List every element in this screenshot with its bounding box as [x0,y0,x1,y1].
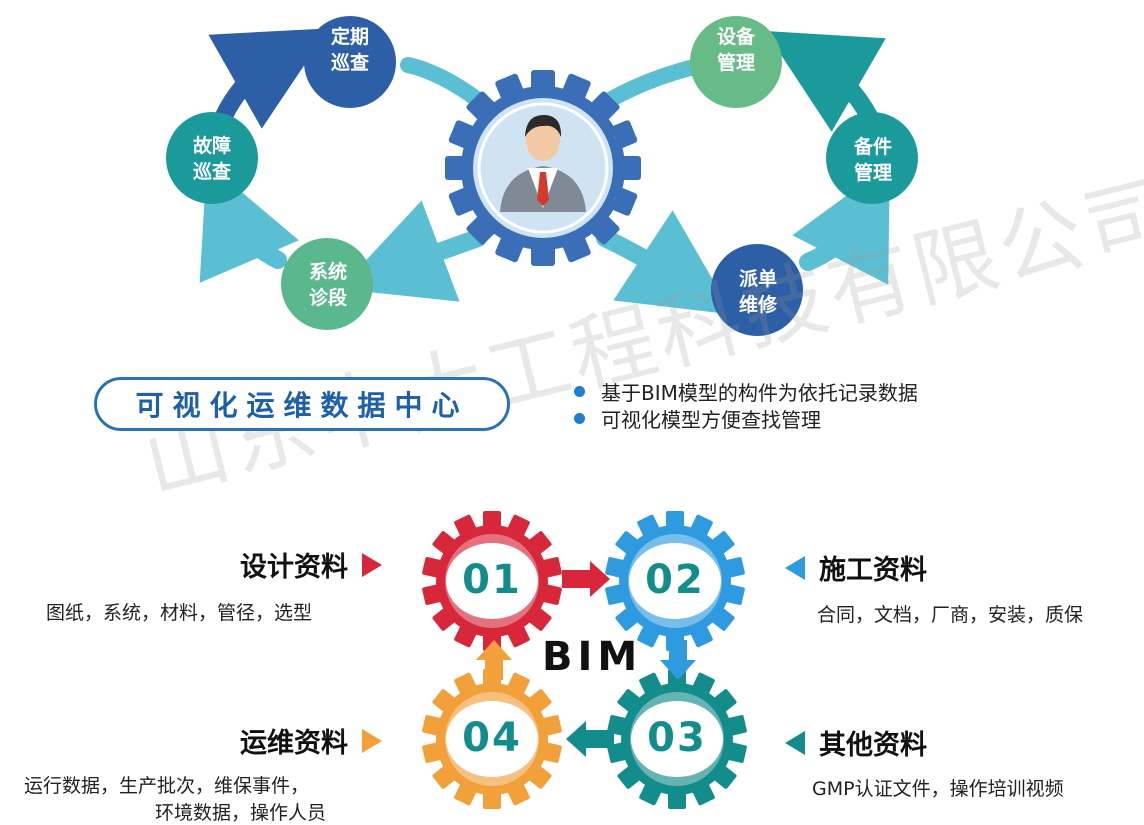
bullet-item: 基于BIM模型的构件为依托记录数据 [574,378,918,405]
other-data-desc: GMP认证文件，操作培训视频 [812,778,1064,800]
gear-number-03: 03 [647,715,707,761]
design-data-desc: 图纸，系统，材料，管径，选型 [46,602,313,624]
arrow-beijian-to-shebei [765,30,886,132]
arrow-xitong-to-guzhang [199,162,299,283]
cycle-nodes [166,16,918,336]
gear-04 [422,669,562,809]
node-label-line: 故障 [192,135,231,157]
node-dingqi-xuncha: 定期 巡查 [305,24,395,76]
node-label-line: 派单 [738,268,777,290]
gear-number-01: 01 [462,557,522,603]
bullet-list: 基于BIM模型的构件为依托记录数据 可视化模型方便查找管理 [574,378,918,432]
node-label-line: 备件 [853,136,892,158]
construction-data-desc: 合同，文档，厂商，安装，质保 [817,604,1084,626]
node-xitong-zhenduan: 系统 诊段 [283,259,373,311]
arrow-01-to-02 [562,561,610,597]
other-data-heading: 其他资料 [785,723,927,762]
node-circle [281,238,373,330]
operation-data-desc-line2: 环境数据，操作人员 [155,802,327,824]
arrow-center-to-dingqi [400,57,486,108]
person-icon [500,114,586,212]
heading-text: 施工资料 [819,555,927,586]
construction-data-heading: 施工资料 [785,548,927,587]
triangle-left-icon [785,730,805,755]
gear-03 [607,669,747,809]
node-circle [690,16,782,108]
bullet-text: 基于BIM模型的构件为依托记录数据 [601,381,918,405]
node-label-line: 管理 [853,162,892,184]
bullet-item: 可视化模型方便查找管理 [574,405,918,432]
arrow-center-to-paidan [596,210,734,315]
arrow-02-to-03 [660,640,696,680]
node-shebei-guanli: 设备 管理 [691,24,781,76]
arrow-paidan-to-beijian [792,164,890,285]
bullet-dot-icon [574,413,585,424]
node-label-line: 设备 [716,26,755,48]
arrow-shebei-to-center [602,60,698,108]
node-circle [166,112,258,204]
bullet-text: 可视化模型方便查找管理 [601,408,821,432]
gear-arrows [476,561,696,757]
node-beijian-guanli: 备件 管理 [828,134,918,186]
arrow-03-to-04 [566,721,614,757]
heading-text: 其他资料 [819,730,927,761]
node-circle [826,112,918,204]
gear-02 [605,511,745,651]
triangle-left-icon [785,555,805,580]
node-label-line: 巡查 [330,52,369,74]
operation-data-desc-line1: 运行数据，生产批次，维保事件， [24,775,310,797]
center-title: 可视化运维数据中心 [94,377,510,431]
node-label-line: 诊段 [308,287,347,309]
node-paidan-weixiu: 派单 维修 [713,266,803,318]
arrow-guzhang-to-dingqi [208,28,329,134]
design-data-heading: 设计资料 [240,545,382,584]
node-label-line: 定期 [330,26,369,48]
triangle-right-icon [362,552,382,577]
node-guzhang-xuncha: 故障 巡查 [167,133,257,185]
heading-text: 设计资料 [240,552,348,583]
heading-text: 运维资料 [240,728,348,759]
bullet-dot-icon [574,386,585,397]
bim-label: BIM [542,634,643,680]
node-label-line: 管理 [716,52,755,74]
arrow-center-to-xitong [339,200,487,302]
node-label-line: 系统 [308,261,347,283]
gear-01 [422,511,562,651]
node-label-line: 维修 [738,294,777,316]
node-circle [304,16,396,108]
node-circle [711,244,803,336]
arrow-04-to-01 [476,640,512,680]
triangle-right-icon [362,728,382,753]
node-label-line: 巡查 [192,161,231,183]
gear-number-04: 04 [462,715,522,761]
gear-number-02: 02 [645,557,705,603]
operation-data-heading: 运维资料 [240,721,382,760]
